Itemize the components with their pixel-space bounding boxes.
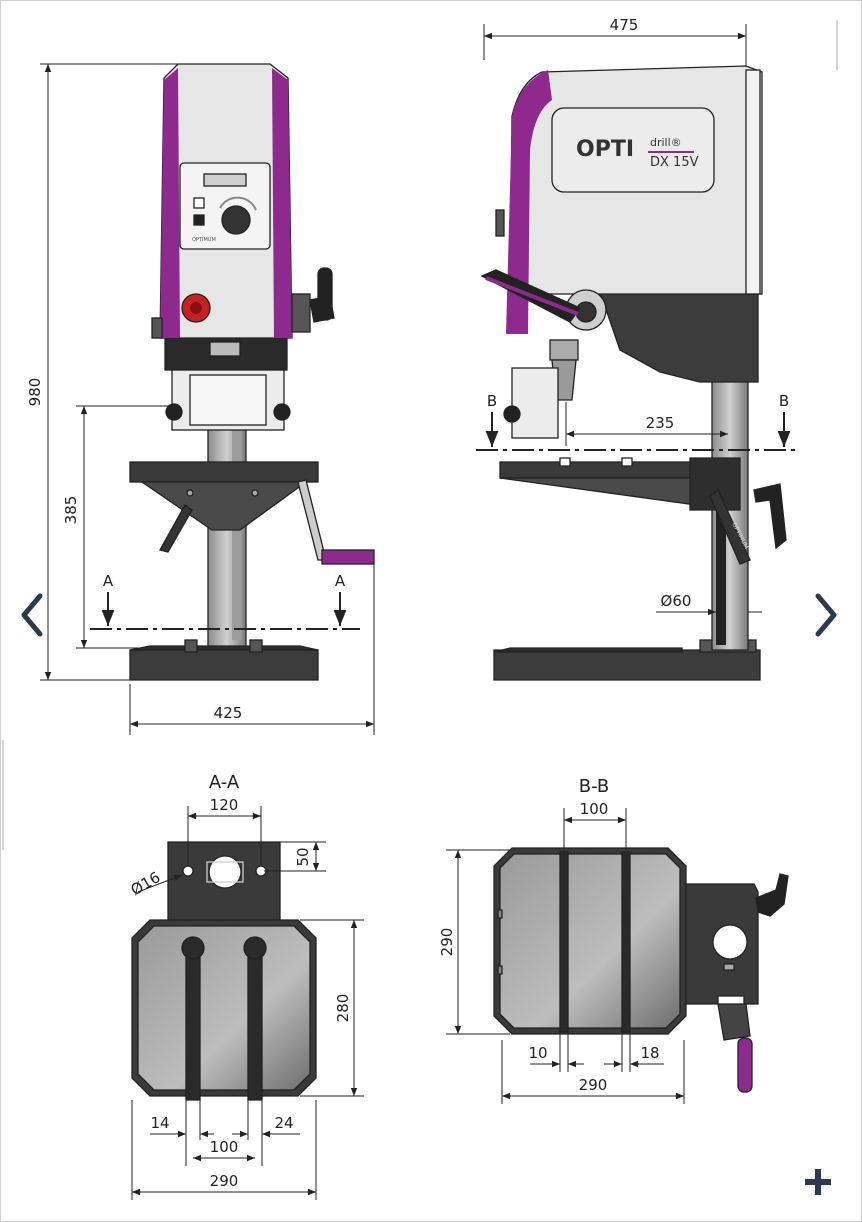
- dim-aa-height: 280: [334, 994, 352, 1023]
- panel-logo-text: OPTIMUM: [192, 237, 216, 243]
- dim-aa-slot-a: 14: [150, 1114, 169, 1132]
- chevron-left-icon: [21, 593, 43, 637]
- cut-mark-a-left: A: [103, 572, 114, 590]
- section-b-b-title: B-B: [579, 776, 610, 797]
- left-divider: [2, 740, 4, 850]
- cut-mark-b-right: B: [779, 392, 789, 410]
- dim-bb-slot-a: 10: [528, 1044, 547, 1062]
- side-view-dimensions: [476, 24, 800, 616]
- section-b-b: [493, 847, 789, 1093]
- dim-bb-width: 290: [579, 1076, 608, 1094]
- chevron-right-icon: [815, 593, 837, 637]
- dim-bb-slot-b: 18: [640, 1044, 659, 1062]
- dim-bb-height: 290: [438, 928, 456, 957]
- right-divider: [836, 20, 838, 70]
- dim-aa-hole: Ø16: [128, 868, 164, 899]
- next-image-button[interactable]: [806, 590, 846, 640]
- dim-column-diameter: Ø60: [661, 592, 692, 610]
- brand-logo-model: DX 15V: [650, 155, 699, 170]
- section-a-a: [131, 841, 317, 1101]
- dim-aa-slot-b: 24: [274, 1114, 293, 1132]
- brand-logo-drill: drill®: [650, 136, 682, 149]
- dim-total-height: 980: [26, 378, 44, 407]
- prev-image-button[interactable]: [12, 590, 52, 640]
- dim-front-width: 425: [214, 704, 243, 722]
- front-view-dimensions: [40, 63, 375, 735]
- dim-side-depth: 475: [610, 16, 639, 34]
- side-view: OPTIMUM OPTI drill® DX 15V: [480, 65, 787, 681]
- dim-bb-slot-spacing: 100: [580, 800, 609, 818]
- zoom-button[interactable]: [800, 1164, 836, 1200]
- front-view: OPTIMUM: [129, 63, 375, 681]
- dim-aa-bolt-spacing: 120: [210, 796, 239, 814]
- section-a-a-dimensions: [131, 806, 364, 1200]
- cut-mark-a-right: A: [335, 572, 346, 590]
- dim-aa-slot-spacing: 100: [210, 1138, 239, 1156]
- cut-mark-b-left: B: [487, 392, 497, 410]
- dim-aa-flange: 50: [294, 847, 312, 866]
- section-a-a-title: A-A: [209, 772, 240, 793]
- section-b-b-dimensions: [446, 808, 685, 1104]
- dim-aa-width: 290: [210, 1172, 239, 1190]
- dim-spindle-reach: 235: [646, 414, 675, 432]
- dim-table-height: 385: [62, 496, 80, 525]
- plus-icon: [805, 1169, 831, 1195]
- brand-logo-opti: OPTI: [576, 137, 634, 162]
